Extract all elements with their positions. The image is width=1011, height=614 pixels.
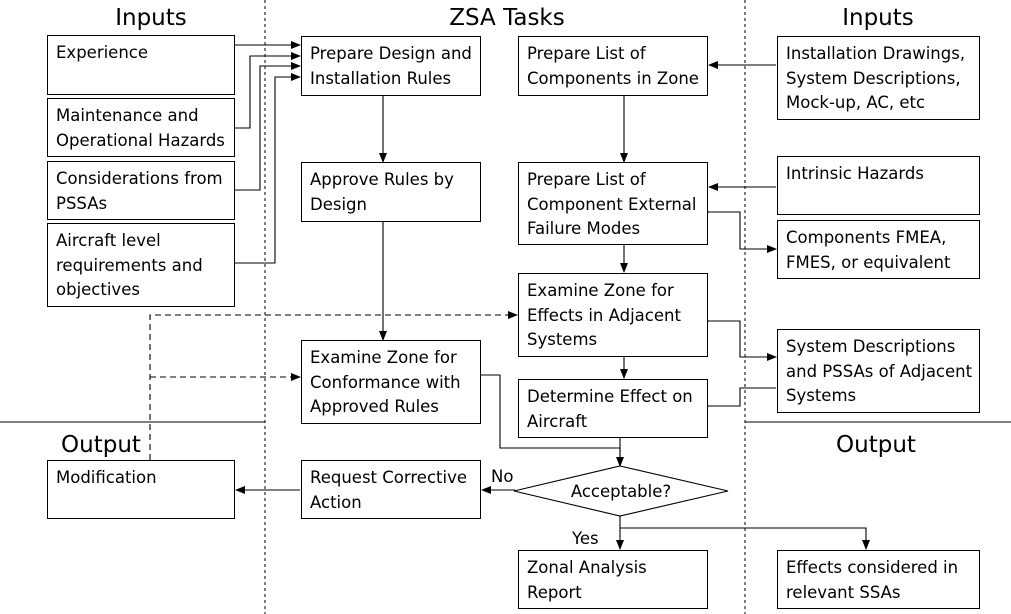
box-line: and PSSAs of Adjacent: [786, 361, 973, 381]
box-line: Approve Rules by: [310, 170, 454, 189]
box-line: Determine Effect on: [527, 387, 693, 406]
box-line: Considerations from: [56, 169, 223, 188]
box-line: Zonal Analysis: [527, 558, 647, 577]
box-line: Report: [527, 582, 582, 602]
header-output-left: Output: [61, 432, 141, 458]
arrow-failure-fmea: [700, 208, 777, 253]
box-line: Installation Rules: [310, 68, 452, 88]
box-line: Action: [310, 492, 362, 512]
box-line: Examine Zone for: [527, 281, 674, 300]
arrow-considerations: [235, 62, 301, 191]
line-conformance-to-decision: [481, 374, 620, 449]
box-zonal-report: Zonal Analysis Report: [518, 550, 708, 609]
box-intrinsic-hazards: Intrinsic Hazards: [777, 156, 980, 215]
dashed-to-adjacent: [149, 311, 518, 460]
box-line: Maintenance and: [56, 106, 199, 125]
decision-no-label: No: [491, 467, 514, 486]
header-zsa-tasks: ZSA Tasks: [449, 5, 565, 31]
box-approve-rules: Approve Rules by Design: [301, 162, 481, 222]
header-inputs-right: Inputs: [842, 5, 914, 31]
decision-yes-label: Yes: [572, 529, 599, 548]
box-line: Aircraft level: [56, 231, 161, 250]
box-line: Installation Drawings,: [786, 44, 966, 63]
arrow-determine-sysdesc: [700, 387, 776, 410]
box-line: PSSAs: [56, 193, 108, 213]
box-request-corrective: Request Corrective Action: [301, 460, 481, 519]
box-line: Modification: [56, 468, 157, 487]
box-system-descriptions: System Descriptions and PSSAs of Adjacen…: [777, 329, 980, 413]
box-line: Systems: [786, 386, 857, 405]
box-line: requirements and: [56, 255, 203, 275]
box-line: System Descriptions: [786, 337, 956, 356]
box-line: Effects in Adjacent: [527, 305, 681, 325]
box-line: Intrinsic Hazards: [786, 164, 924, 183]
box-line: Component External: [527, 194, 697, 214]
box-line: Conformance with: [310, 372, 461, 392]
box-line: Components FMEA,: [786, 228, 947, 247]
box-line: Effects considered in: [786, 558, 959, 577]
box-line: Request Corrective: [310, 468, 467, 487]
box-examine-conformance: Examine Zone for Conformance with Approv…: [301, 340, 481, 424]
box-aircraft-level: Aircraft level requirements and objectiv…: [47, 223, 235, 307]
box-line: FMES, or equivalent: [786, 252, 951, 272]
box-determine-effect: Determine Effect on Aircraft: [518, 379, 708, 438]
box-modification: Modification: [47, 460, 235, 519]
box-line: Components in Zone: [527, 68, 699, 88]
box-considerations: Considerations from PSSAs: [47, 161, 235, 220]
box-line: Prepare List of: [527, 44, 646, 63]
box-line: relevant SSAs: [786, 582, 901, 602]
decision-question: Acceptable?: [570, 482, 672, 501]
box-line: Examine Zone for: [310, 348, 457, 367]
box-examine-adjacent: Examine Zone for Effects in Adjacent Sys…: [518, 273, 708, 357]
box-effects-considered: Effects considered in relevant SSAs: [777, 550, 980, 609]
box-maintenance: Maintenance and Operational Hazards: [47, 98, 235, 157]
box-line: Design: [310, 194, 367, 214]
box-experience: Experience: [47, 35, 235, 95]
decision-diamond: [513, 465, 729, 517]
box-line: Systems: [527, 330, 598, 349]
box-line: Prepare List of: [527, 170, 646, 189]
arrow-yes-to-effects: [620, 527, 870, 550]
arrow-maintenance: [235, 52, 301, 129]
box-line: Mock-up, AC, etc: [786, 93, 926, 112]
box-line: Failure Modes: [527, 219, 641, 238]
box-line: objectives: [56, 280, 140, 299]
arrow-aircraft-level: [235, 73, 301, 264]
box-prepare-list-failure: Prepare List of Component External Failu…: [518, 162, 708, 245]
box-line: Operational Hazards: [56, 130, 225, 150]
box-components-fmea: Components FMEA, FMES, or equivalent: [777, 220, 980, 279]
box-prepare-design: Prepare Design and Installation Rules: [301, 36, 481, 96]
arrow-adjacent-sysdesc: [700, 317, 777, 361]
box-line: Prepare Design and: [310, 44, 472, 63]
box-line: Aircraft: [527, 411, 588, 431]
box-line: Experience: [56, 43, 149, 62]
box-prepare-list-components: Prepare List of Components in Zone: [518, 36, 708, 96]
header-inputs-left: Inputs: [115, 5, 187, 31]
box-installation-drawings: Installation Drawings, System Descriptio…: [777, 36, 980, 120]
box-line: Approved Rules: [310, 397, 439, 416]
header-output-right: Output: [836, 432, 916, 458]
box-line: System Descriptions,: [786, 68, 961, 88]
